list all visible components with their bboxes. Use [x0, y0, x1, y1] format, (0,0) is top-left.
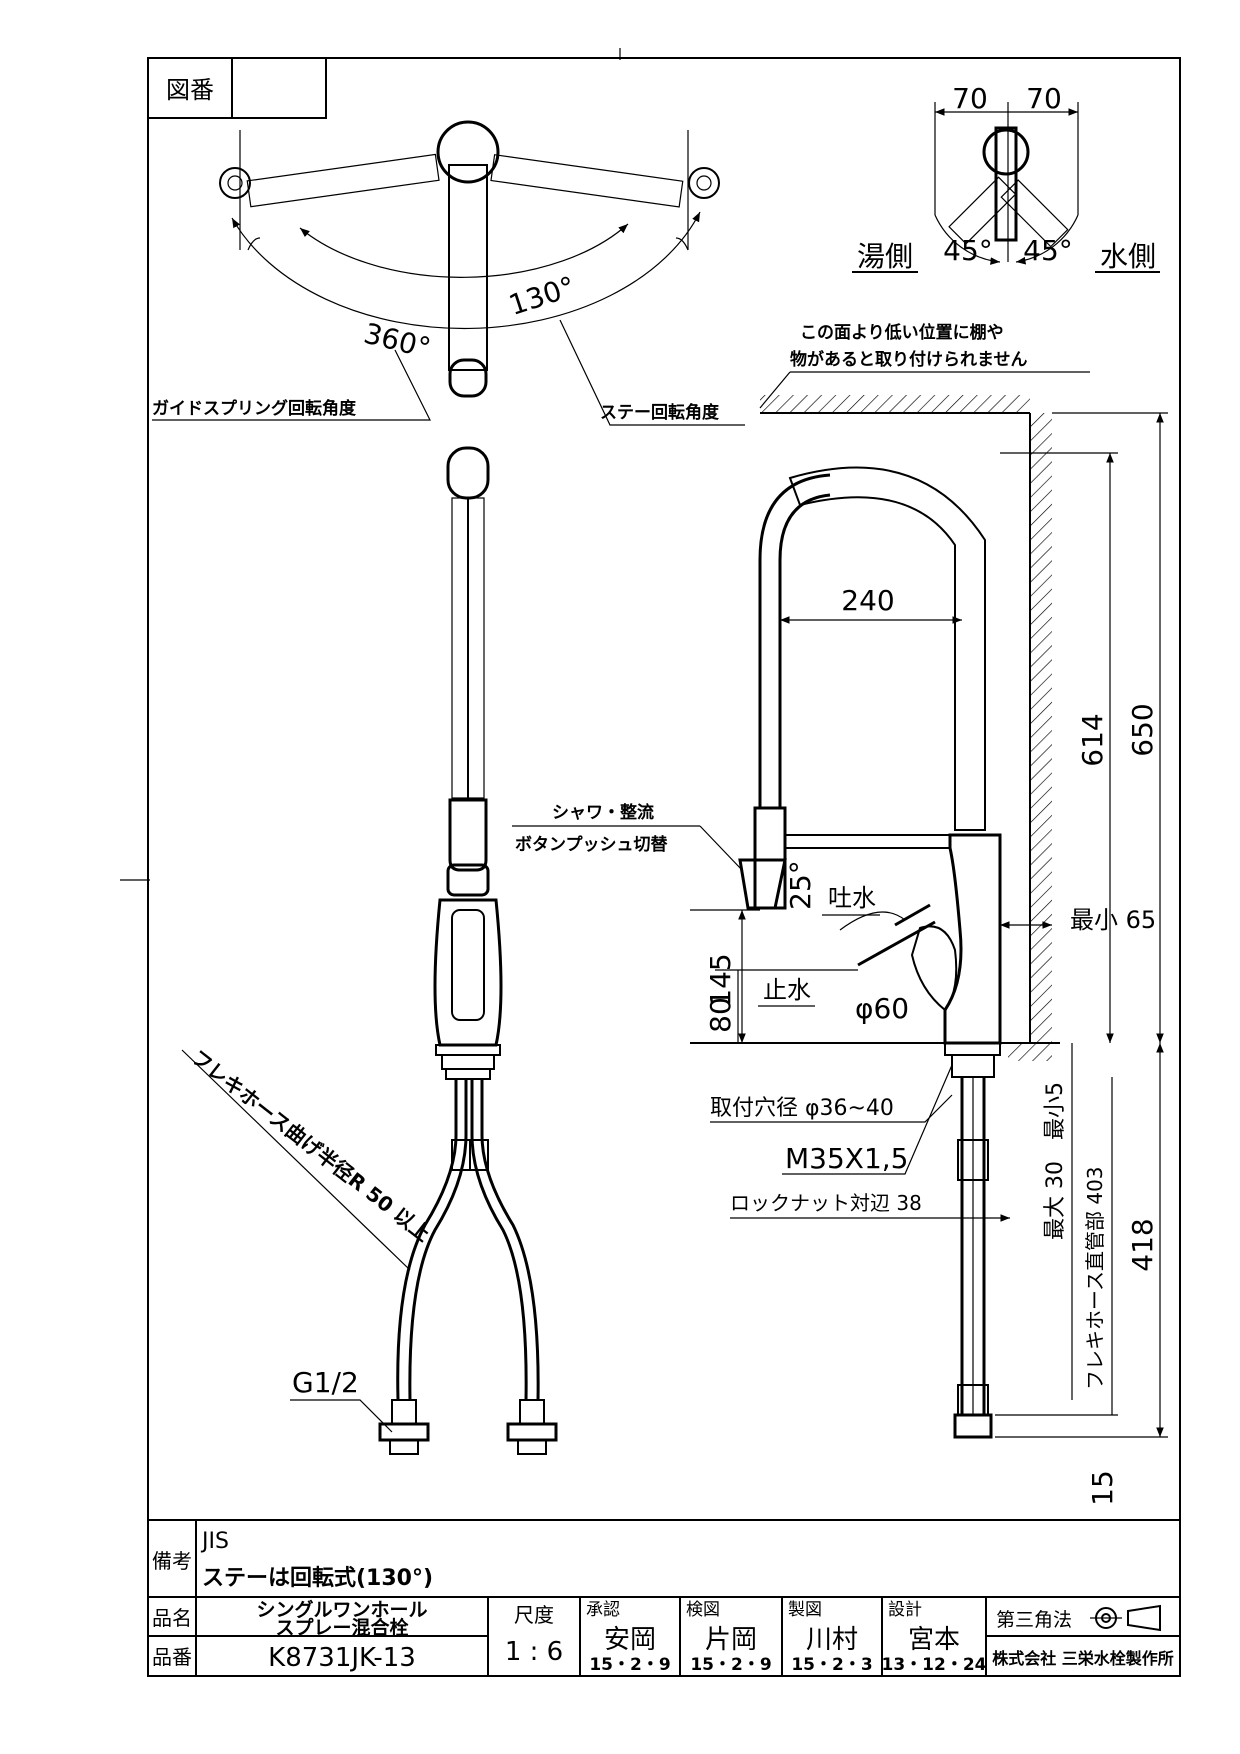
dim-650-label: 650 [1126, 703, 1159, 756]
code-label: 品番 [152, 1645, 192, 1669]
spout-label: 吐水 [828, 884, 876, 912]
check-name: 片岡 [705, 1625, 757, 1655]
mount-hole-label: 取付穴径 φ36~40 [710, 1096, 894, 1121]
side-view: 240 614 650 最小 65 145 80 吐水 25° 止水 φ60 シ… [512, 412, 1168, 1506]
angle-360-label: 360° [361, 317, 434, 365]
dim-418-label: 418 [1126, 1218, 1159, 1271]
drawing-number-box: 図番 [147, 57, 327, 119]
shelf-note-2: 物があると取り付けられません [790, 349, 1028, 370]
draft-name: 川村 [806, 1625, 858, 1655]
shelf-note-1: この面より低い位置に棚や [800, 322, 1004, 343]
name-line1: シングルワンホール [256, 1598, 427, 1621]
design-name: 宮本 [908, 1625, 960, 1655]
dim-145-label: 145 [704, 953, 737, 1006]
sheet-border [147, 57, 1181, 1677]
angle-hot-label: 45° [943, 234, 993, 267]
name-label: 品名 [152, 1606, 192, 1630]
dim-phi60-label: φ60 [855, 992, 909, 1025]
min15-label: 最小5 [1043, 1082, 1068, 1140]
handle-angle-view: 70 70 湯側 45° 45° 水側 [852, 82, 1160, 273]
angle-25-label: 25° [784, 860, 817, 910]
check-date: 15・2・9 [690, 1655, 771, 1675]
stay-rotation-label: ステー回転角度 [600, 402, 720, 423]
name-line2: スプレー混合栓 [275, 1616, 408, 1639]
title-block: 備考 JIS ステーは回転式(130°) 品名 シングルワンホール スプレー混合… [147, 1519, 1181, 1677]
top-view: 360° 130° ガイドスプリング回転角度 ステー回転角度 [152, 120, 745, 426]
stop-label: 止水 [763, 976, 811, 1004]
guide-spring-label: ガイドスプリング回転角度 [152, 398, 357, 419]
shower-note-2: ボタンプッシュ切替 [515, 834, 668, 855]
dim-80-label: 80 [704, 997, 737, 1033]
front-view: フレキホース曲げ半径R 50 以上 G1/2 [181, 446, 558, 1455]
zuban-label: 図番 [166, 76, 214, 104]
dim-240-label: 240 [841, 584, 894, 617]
remarks-line2: ステーは回転式(130°) [202, 1565, 433, 1591]
design-label: 設計 [888, 1600, 922, 1620]
flex-straight-label: フレキホース直管部 403 [1083, 1166, 1107, 1390]
approve-label: 承認 [586, 1600, 620, 1620]
locknut-label: ロックナット対辺 38 [730, 1191, 922, 1215]
third-angle-symbol-icon [1090, 1604, 1161, 1632]
dim-70-right: 70 [1026, 82, 1062, 115]
thread-label: M35X1,5 [785, 1142, 909, 1175]
remarks-label: 備考 [152, 1549, 192, 1573]
shower-note-1: シャワ・整流 [552, 802, 654, 823]
dim-70-left: 70 [952, 82, 988, 115]
remarks-line1: JIS [200, 1529, 229, 1554]
company-name: 株式会社 三栄水栓製作所 [992, 1649, 1174, 1668]
scale-value: 1 : 6 [505, 1637, 563, 1667]
dim-min65-label: 最小 65 [1070, 906, 1156, 934]
angle-130-label: 130° [505, 270, 579, 322]
approve-name: 安岡 [604, 1625, 656, 1655]
check-label: 検図 [686, 1600, 720, 1620]
scale-label: 尺度 [514, 1603, 554, 1627]
flex-bend-label: フレキホース曲げ半径R 50 以上 [187, 1045, 435, 1246]
shelf-clearance: この面より低い位置に棚や 物があると取り付けられません [690, 322, 1090, 1061]
draft-date: 15・2・3 [791, 1655, 872, 1675]
design-date: 13・12・24 [882, 1655, 987, 1675]
draft-label: 製図 [788, 1600, 822, 1620]
hot-side-label: 湯側 [857, 240, 913, 273]
projection-label: 第三角法 [996, 1609, 1072, 1631]
dim-614-label: 614 [1076, 713, 1109, 766]
cold-side-label: 水側 [1100, 240, 1156, 273]
max30-label: 最大 30 [1043, 1161, 1068, 1240]
angle-cold-label: 45° [1023, 234, 1073, 267]
dim-15-label: 15 [1086, 1470, 1119, 1506]
approve-date: 15・2・9 [589, 1655, 670, 1675]
code-value: K8731JK-13 [268, 1643, 416, 1673]
g12-label: G1/2 [292, 1366, 359, 1399]
